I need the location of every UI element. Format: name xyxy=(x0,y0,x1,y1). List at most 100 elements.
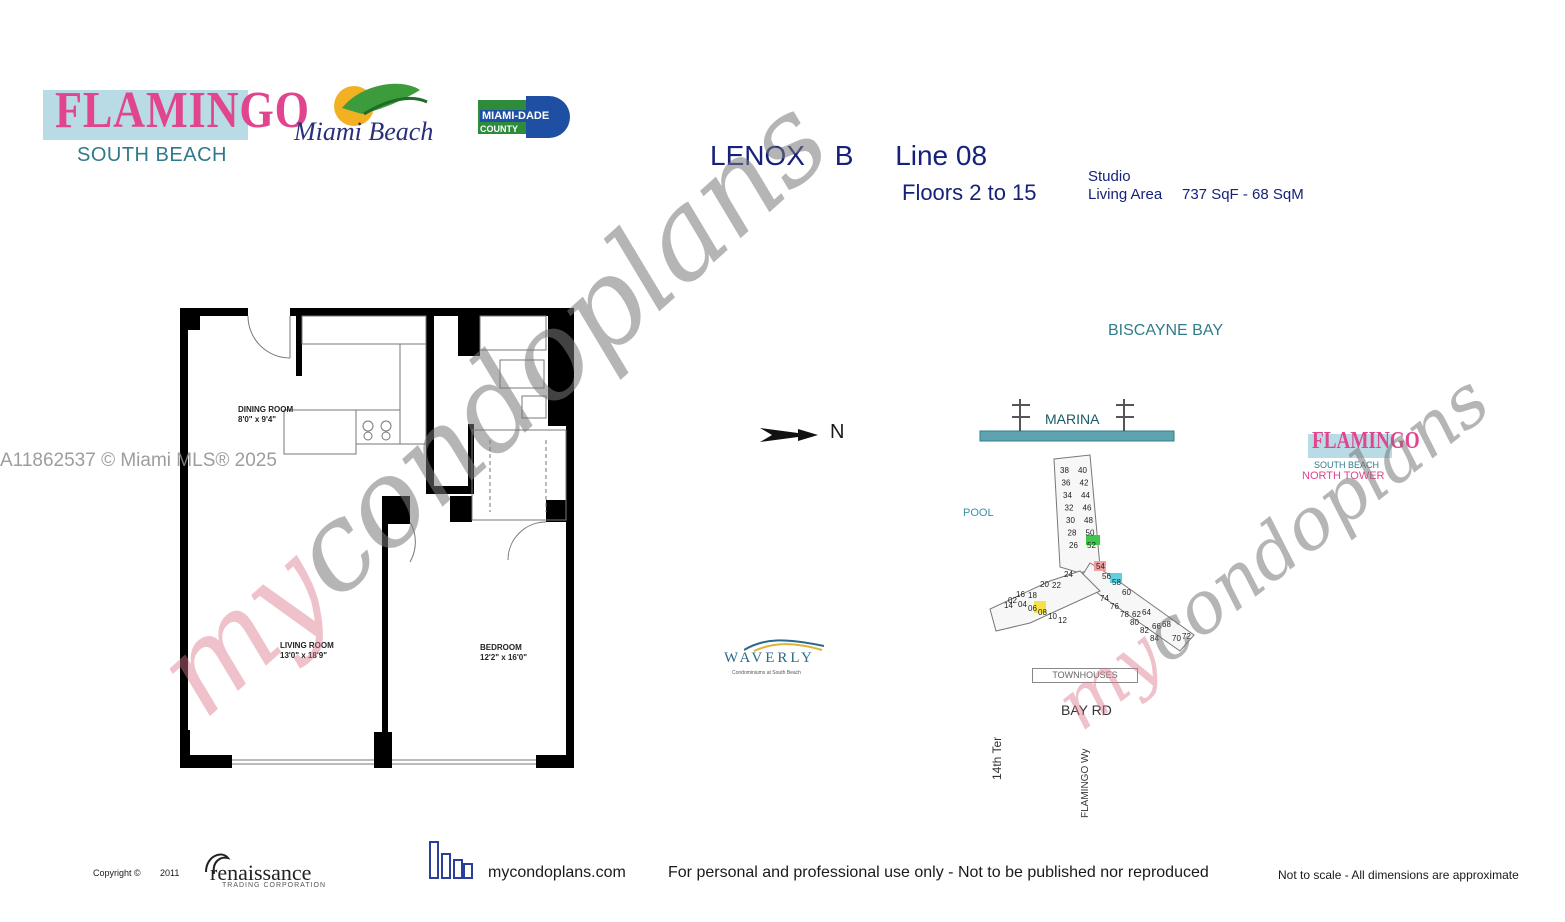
unit-number: 30 xyxy=(1066,516,1075,525)
unit-building: LENOX xyxy=(710,140,805,171)
unit-number: 78 xyxy=(1120,610,1129,619)
mycondoplans-logo-icon xyxy=(429,841,473,879)
north-tower-logo-word: FLAMINGO xyxy=(1312,428,1420,454)
miami-beach-logo: Miami Beach xyxy=(293,83,433,146)
unit-highlight-58 xyxy=(1110,573,1122,583)
north-tower-logo-sub2: NORTH TOWER xyxy=(1302,470,1385,482)
mls-watermark: A11862537 © Miami MLS® 2025 xyxy=(0,450,277,471)
unit-number: 60 xyxy=(1122,588,1131,597)
waverly-logo-sub: Condominiums at South Beach xyxy=(732,670,801,676)
room-label-bedroom: BEDROOM xyxy=(480,643,522,652)
renaissance-logo: renaissance TRADING CORPORATION xyxy=(202,848,342,890)
unit-number: 16 xyxy=(1016,590,1025,599)
copyright-year: 2011 xyxy=(160,868,180,878)
renaissance-logo-sub: TRADING CORPORATION xyxy=(222,882,327,889)
unit-highlight-50 xyxy=(1086,535,1100,545)
unit-line: Line 08 xyxy=(895,140,988,171)
unit-number: 66 xyxy=(1152,622,1161,631)
miami-dade-logo: MIAMI-DADE COUNTY xyxy=(478,96,570,140)
waverly-logo: WAVERLY Condominiums at South Beach xyxy=(722,636,832,682)
unit-number: 40 xyxy=(1078,466,1087,475)
marina-label: MARINA xyxy=(1045,411,1100,427)
unit-number: 68 xyxy=(1162,620,1171,629)
unit-number: 70 xyxy=(1172,634,1181,643)
marina-dock xyxy=(979,430,1175,442)
usage-disclaimer: For personal and professional use only -… xyxy=(668,864,1209,881)
unit-number: 20 xyxy=(1040,580,1049,589)
bay-rd-label: BAY RD xyxy=(1061,702,1112,718)
unit-number: 06 xyxy=(1028,604,1037,613)
flamingo-logo-word: FLAMINGO xyxy=(55,82,310,139)
north-label: N xyxy=(830,421,845,443)
unit-number: 38 xyxy=(1060,466,1069,475)
miami-beach-logo-text: Miami Beach xyxy=(293,117,433,146)
waverly-logo-word: WAVERLY xyxy=(724,650,815,666)
street-14th-ter-label: 14th Ter xyxy=(990,736,1004,780)
floor-plan-walls xyxy=(180,308,574,768)
marina-piers xyxy=(1012,399,1134,431)
unit-number: 08 xyxy=(1038,608,1047,617)
floor-plan-fixtures xyxy=(232,315,567,765)
unit-number: 62 xyxy=(1132,610,1141,619)
unit-number: 12 xyxy=(1058,616,1067,625)
unit-number: 24 xyxy=(1064,570,1073,579)
unit-number: 14 xyxy=(1004,601,1013,610)
copyright-label: Copyright © xyxy=(93,868,141,878)
unit-title: LENOX B Line 08 xyxy=(710,140,1009,172)
room-size-living: 13'0" x 18'9" xyxy=(280,651,327,660)
miami-dade-line2: COUNTY xyxy=(480,124,518,134)
unit-type: Studio xyxy=(1088,168,1131,185)
pool-label: POOL xyxy=(963,507,994,519)
townhouses-label: TOWNHOUSES xyxy=(1032,668,1138,683)
miami-dade-line1: MIAMI-DADE xyxy=(480,110,552,122)
unit-number: 34 xyxy=(1063,491,1072,500)
north-tower-logo: FLAMINGO SOUTH BEACH NORTH TOWER xyxy=(1300,428,1420,484)
unit-number: 56 xyxy=(1102,572,1111,581)
unit-number: 36 xyxy=(1062,479,1071,488)
biscayne-bay-label: BISCAYNE BAY xyxy=(1108,322,1223,339)
unit-number: 04 xyxy=(1018,600,1027,609)
floors-range: Floors 2 to 15 xyxy=(902,180,1037,205)
unit-number: 32 xyxy=(1065,504,1074,513)
unit-number: 84 xyxy=(1150,634,1159,643)
scale-note: Not to scale - All dimensions are approx… xyxy=(1278,868,1519,882)
north-tower-logo-sub: SOUTH BEACH xyxy=(1314,460,1380,470)
north-arrow-icon xyxy=(760,428,818,442)
flamingo-logo-sub: SOUTH BEACH xyxy=(77,144,227,166)
flamingo-logo: FLAMINGO SOUTH BEACH xyxy=(43,78,309,168)
unit-number: 42 xyxy=(1080,479,1089,488)
unit-number: 54 xyxy=(1096,562,1105,571)
unit-number: 74 xyxy=(1100,594,1109,603)
unit-type-letter: B xyxy=(834,140,854,171)
waverly-wave-icon xyxy=(744,639,824,652)
renaissance-swirl-icon xyxy=(205,853,231,875)
renaissance-logo-word: renaissance xyxy=(210,860,312,885)
unit-number: 28 xyxy=(1068,529,1077,538)
living-area-label: Living Area xyxy=(1088,186,1163,203)
unit-highlights xyxy=(1034,535,1122,613)
palm-leaves-icon xyxy=(342,83,420,114)
unit-number: 26 xyxy=(1069,541,1078,550)
unit-number: 18 xyxy=(1028,591,1037,600)
unit-number: 44 xyxy=(1081,491,1090,500)
floor-plan: DINING ROOM 8'0" x 9'4" LIVING ROOM 13'0… xyxy=(180,308,574,768)
north-tower-logo-band xyxy=(1308,434,1392,458)
unit-highlight-54 xyxy=(1094,561,1106,571)
unit-number: 02 xyxy=(1008,596,1017,605)
unit-number: 64 xyxy=(1142,608,1151,617)
unit-number: 58 xyxy=(1112,578,1121,587)
unit-number: 46 xyxy=(1083,504,1092,513)
flamingo-logo-band xyxy=(43,90,248,140)
unit-highlight-08 xyxy=(1034,601,1046,613)
mycondoplans-site: mycondoplans.com xyxy=(488,864,626,881)
unit-number: 52 xyxy=(1087,541,1096,550)
room-size-bedroom: 12'2" x 16'0" xyxy=(480,653,527,662)
room-size-dining: 8'0" x 9'4" xyxy=(238,415,276,424)
unit-number: 80 xyxy=(1130,618,1139,627)
unit-number: 72 xyxy=(1182,632,1191,641)
unit-number: 50 xyxy=(1086,529,1095,538)
unit-number: 48 xyxy=(1084,516,1093,525)
room-label-living: LIVING ROOM xyxy=(280,641,334,650)
